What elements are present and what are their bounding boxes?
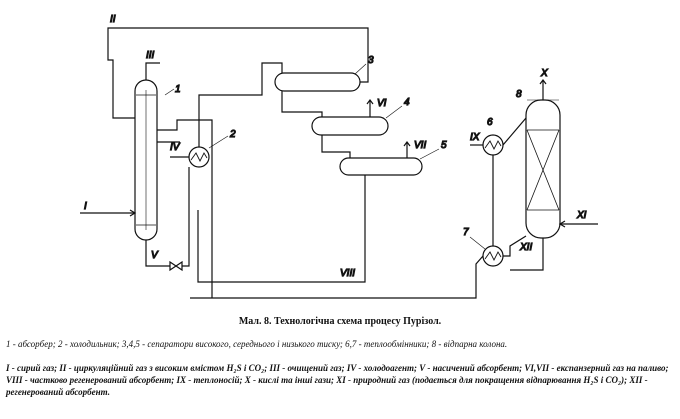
label-stream-i: I <box>84 201 87 212</box>
legend-streams: I - сирий газ; II - циркуляційний газ з … <box>6 363 669 397</box>
label-absorber: 1 <box>175 84 181 95</box>
stream-xii-line <box>510 238 544 271</box>
label-stream-xii: XII <box>519 242 532 253</box>
label-separator-high: 3 <box>368 55 374 66</box>
label-heat-exchanger-7: 7 <box>463 227 469 238</box>
stream-viii-line <box>197 175 366 283</box>
legend-equipment: 1 - абсорбер; 2 - холодильник; 3,4,5 - с… <box>6 339 508 349</box>
separator-low <box>339 157 423 176</box>
label-separator-low: 5 <box>441 140 447 151</box>
separator-medium <box>311 116 389 136</box>
label-stream-x: X <box>540 68 548 79</box>
stream-v-line <box>145 240 170 267</box>
label-stream-viii: VIII <box>340 268 355 279</box>
label-stripping-column: 8 <box>516 89 522 100</box>
cooler-coil <box>190 152 208 163</box>
stream-ii-line <box>107 27 369 119</box>
separator-high <box>274 72 361 92</box>
throttle-valve <box>169 260 183 272</box>
label-stream-iii: III <box>146 50 155 61</box>
label-stream-v: V <box>151 250 159 261</box>
label-stream-ix: IX <box>470 132 480 143</box>
label-stream-iv: IV <box>170 142 181 153</box>
stream-iii-line <box>145 62 160 80</box>
figure-caption: Мал. 8. Технологічна схема процесу Пуріз… <box>238 316 442 327</box>
process-flow-diagram: 1 2 3 4 5 6 7 8 I II III IV V VI VII VII… <box>80 13 598 299</box>
label-stream-vii: VII <box>414 140 426 151</box>
label-stream-xi: XI <box>576 210 587 221</box>
label-heat-exchanger-6: 6 <box>487 117 493 128</box>
label-stream-vi: VI <box>377 98 387 109</box>
label-separator-medium: 4 <box>404 97 410 108</box>
label-stream-ii: II <box>110 14 116 25</box>
label-cooler: 2 <box>229 129 236 140</box>
